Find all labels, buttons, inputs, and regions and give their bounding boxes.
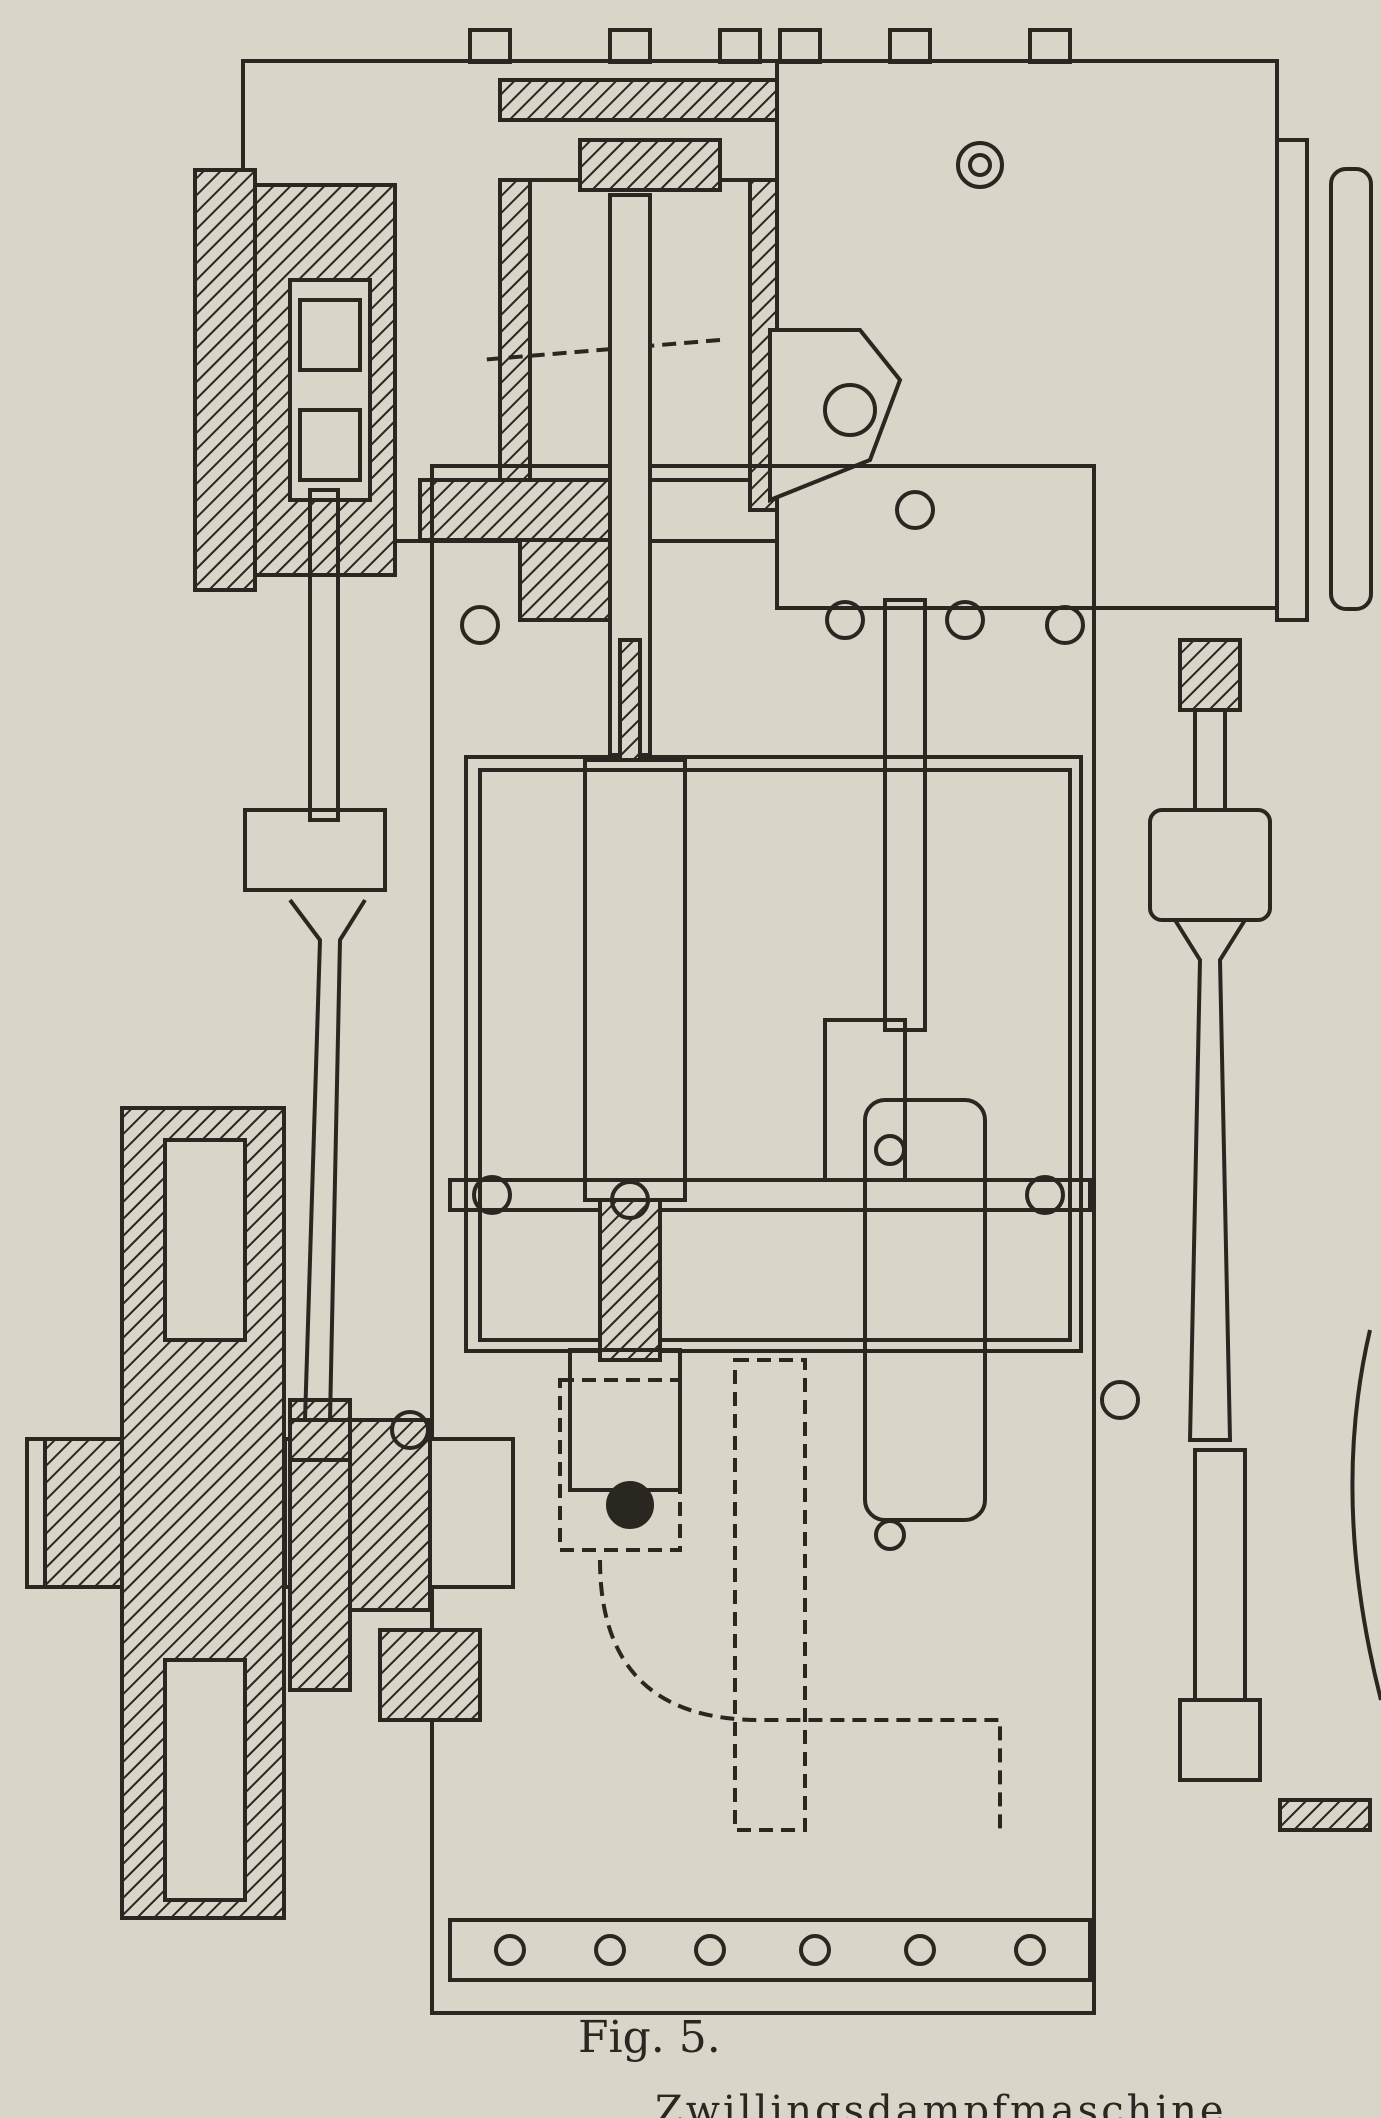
right-rod [1148,638,1272,1782]
piston-rod [568,193,687,1529]
figure-caption: Fig. 5. [578,2012,721,2063]
figure-subcaption: Zwillingsdampfmaschine [655,2088,1227,2118]
steam-chest [479,59,1373,622]
engine-frame [430,464,1096,2015]
crankshaft-parts [558,1358,1002,1832]
left-rod [243,488,387,1462]
top-nuts [468,28,1072,64]
valve-rod [823,598,987,1551]
bolts [390,600,1140,1450]
partial-wheel [1278,1329,1381,1832]
flywheel [120,1106,286,1920]
base-holes [494,1934,1046,1966]
cylinder-block [193,59,779,622]
